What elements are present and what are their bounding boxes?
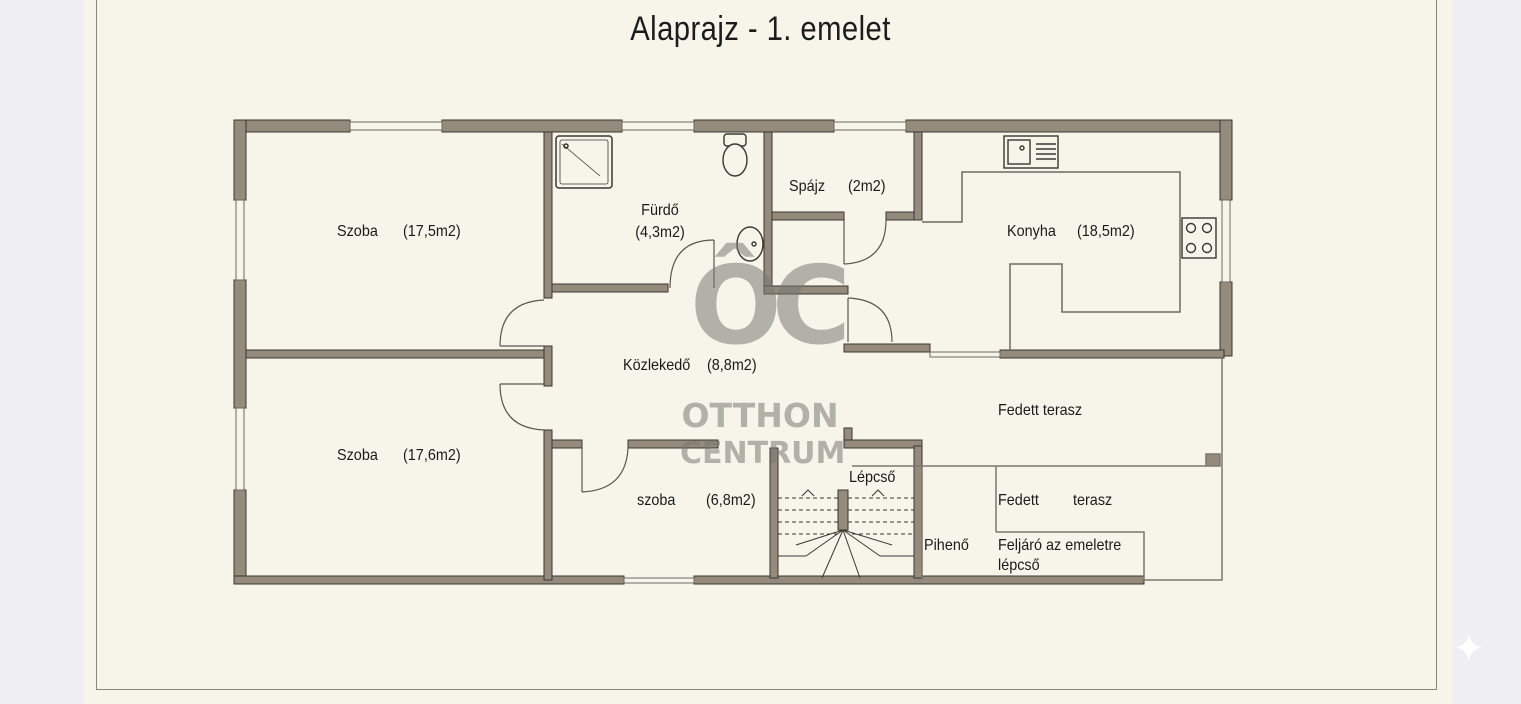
kitchen-counter bbox=[922, 171, 1181, 350]
stairs-icon bbox=[778, 489, 914, 579]
window bbox=[929, 351, 1001, 358]
window bbox=[235, 199, 245, 281]
toilet-icon bbox=[722, 133, 748, 177]
room-label-piheno: Pihenő bbox=[924, 537, 969, 554]
door-swing bbox=[499, 383, 545, 431]
watermark-logo: ÔC bbox=[690, 244, 851, 369]
room-label-szoba-3: szoba bbox=[637, 492, 676, 509]
window bbox=[621, 121, 695, 131]
room-label-lepcso: Lépcső bbox=[849, 469, 896, 486]
door-swing bbox=[843, 219, 887, 265]
room-label-spajz: Spájz bbox=[789, 178, 826, 195]
wall bbox=[1219, 119, 1233, 201]
door-swing bbox=[499, 299, 545, 347]
wall bbox=[233, 489, 247, 585]
room-label-szoba-2: Szoba bbox=[337, 447, 378, 464]
door-swing bbox=[669, 239, 715, 289]
sparkle-icon: ✦ bbox=[1452, 627, 1486, 671]
wall bbox=[627, 439, 719, 449]
watermark-centrum: CENTRUM bbox=[680, 436, 846, 471]
watermark-otthon: OTTHON bbox=[681, 396, 839, 435]
sink-icon bbox=[736, 226, 764, 262]
plan-title: Alaprajz - 1. emelet bbox=[630, 10, 891, 48]
sheet-frame-bottom bbox=[96, 689, 1437, 690]
wall bbox=[763, 285, 849, 295]
wall bbox=[441, 119, 623, 133]
wall bbox=[245, 349, 547, 359]
room-label-kozlekedo: Közlekedő bbox=[623, 357, 691, 374]
room-label-furdo: Fürdő bbox=[641, 202, 679, 219]
wall bbox=[233, 575, 625, 585]
wall bbox=[543, 429, 553, 581]
wall bbox=[913, 131, 923, 221]
room-label-szoba-1: Szoba bbox=[337, 223, 378, 240]
wall bbox=[551, 439, 583, 449]
wall bbox=[905, 119, 1233, 133]
window bbox=[235, 407, 245, 491]
room-area-konyha: (18,5m2) bbox=[1077, 223, 1135, 240]
window bbox=[1221, 199, 1231, 283]
room-area-spajz: (2m2) bbox=[848, 178, 886, 195]
wall bbox=[233, 279, 247, 409]
wall bbox=[999, 349, 1225, 359]
room-area-szoba-2: (17,6m2) bbox=[403, 447, 461, 464]
room-area-szoba-3: (6,8m2) bbox=[706, 492, 756, 509]
wall bbox=[771, 211, 845, 221]
room-label-fedett-terasz-2a: Fedett bbox=[998, 492, 1039, 509]
door-swing bbox=[581, 447, 629, 493]
wall bbox=[843, 343, 931, 353]
room-label-fedett-terasz-1: Fedett terasz bbox=[998, 402, 1083, 419]
kitchen-sink-icon bbox=[1003, 135, 1059, 169]
room-label-feljaro-2: lépcső bbox=[998, 557, 1040, 574]
wall bbox=[543, 345, 553, 387]
window bbox=[833, 121, 907, 131]
window bbox=[349, 121, 443, 131]
wall bbox=[1219, 281, 1233, 357]
wall bbox=[233, 119, 351, 133]
wall bbox=[693, 119, 835, 133]
window bbox=[623, 577, 695, 584]
room-label-konyha: Konyha bbox=[1007, 223, 1056, 240]
stair-up-outline bbox=[996, 531, 1145, 580]
sheet-frame-right bbox=[1436, 0, 1437, 690]
wall bbox=[843, 439, 923, 449]
shower-icon bbox=[555, 135, 613, 189]
wall bbox=[233, 119, 247, 201]
column bbox=[1205, 453, 1221, 467]
wall bbox=[769, 447, 779, 579]
room-label-fedett-terasz-2b: terasz bbox=[1073, 492, 1113, 509]
door-swing bbox=[847, 297, 893, 343]
terrace-outline bbox=[1144, 356, 1223, 581]
wall bbox=[543, 131, 553, 299]
stove-icon bbox=[1181, 217, 1217, 259]
room-area-szoba-1: (17,5m2) bbox=[403, 223, 461, 240]
room-area-kozlekedo: (8,8m2) bbox=[707, 357, 757, 374]
sheet-frame-top bbox=[96, 0, 97, 690]
wall bbox=[551, 283, 669, 293]
room-area-furdo: (4,3m2) bbox=[635, 224, 685, 241]
room-label-feljaro-1: Feljáró az emeletre bbox=[998, 537, 1122, 554]
